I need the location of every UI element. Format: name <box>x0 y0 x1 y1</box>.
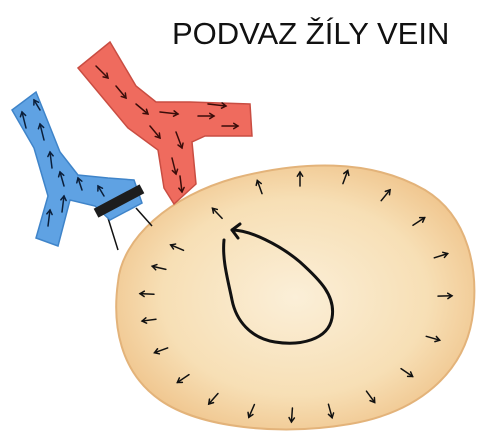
organ-icon <box>116 165 474 429</box>
organ <box>116 165 474 429</box>
diagram-title: PODVAZ ŽÍLY VEIN <box>172 16 449 51</box>
